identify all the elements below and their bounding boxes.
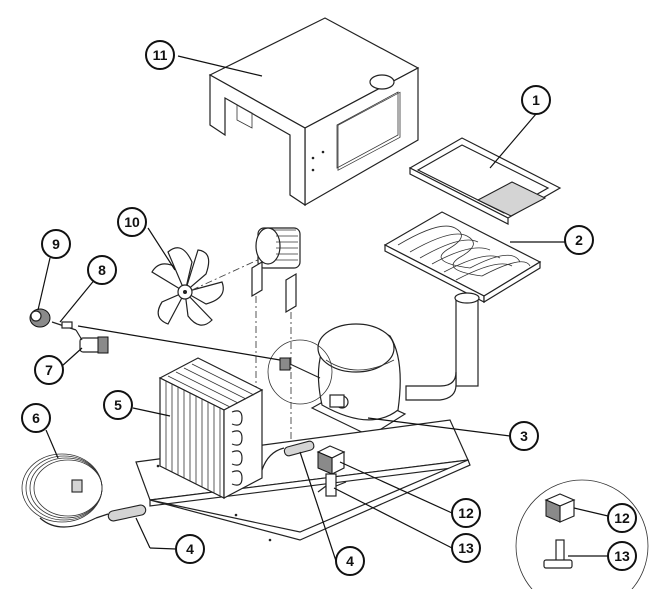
capillary-tube <box>21 453 103 528</box>
evaporator-plate <box>383 211 542 401</box>
callout-13-main: 13 <box>451 533 481 563</box>
leader-lines <box>37 55 609 562</box>
callout-label: 2 <box>575 232 583 248</box>
drip-tray <box>408 137 562 225</box>
detail-circle-solenoid <box>515 479 649 589</box>
solenoid-valve <box>317 473 347 497</box>
filter-drier-left <box>95 504 147 522</box>
callout-label: 12 <box>614 510 630 526</box>
callout-6: 6 <box>21 403 51 433</box>
callout-label: 4 <box>186 541 194 557</box>
callout-2: 2 <box>564 225 594 255</box>
valve-cap <box>29 308 51 328</box>
valve-core <box>51 321 77 331</box>
callout-7: 7 <box>34 355 64 385</box>
compressor <box>310 323 407 437</box>
callout-label: 6 <box>32 410 40 426</box>
callout-9: 9 <box>41 229 71 259</box>
callout-10: 10 <box>117 207 147 237</box>
callout-label: 1 <box>532 92 540 108</box>
callout-label: 7 <box>45 362 53 378</box>
callout-label: 10 <box>124 214 140 230</box>
callout-label: 11 <box>153 47 168 63</box>
callout-13-detail: 13 <box>607 541 637 571</box>
callout-12-main: 12 <box>451 498 481 528</box>
callout-4-right: 4 <box>335 546 365 576</box>
fan-motor <box>251 227 301 440</box>
callout-4-left: 4 <box>175 534 205 564</box>
callout-5: 5 <box>103 390 133 420</box>
callout-12-detail: 12 <box>607 503 637 533</box>
callout-1: 1 <box>521 85 551 115</box>
callout-label: 5 <box>114 397 122 413</box>
solenoid-coil <box>316 445 346 475</box>
top-cover <box>208 17 420 207</box>
callout-label: 4 <box>346 553 354 569</box>
callout-label: 13 <box>458 540 474 556</box>
callout-label: 8 <box>98 262 106 278</box>
detail-circle-valve <box>77 325 333 405</box>
callout-label: 3 <box>520 428 528 444</box>
fan-blade <box>151 247 263 326</box>
callout-label: 9 <box>52 236 60 252</box>
callout-label: 12 <box>458 505 474 521</box>
access-valve <box>75 329 109 354</box>
callout-8: 8 <box>87 255 117 285</box>
callout-11: 11 <box>145 40 175 70</box>
callout-label: 13 <box>614 548 630 564</box>
condenser <box>158 357 264 499</box>
callout-3: 3 <box>509 421 539 451</box>
